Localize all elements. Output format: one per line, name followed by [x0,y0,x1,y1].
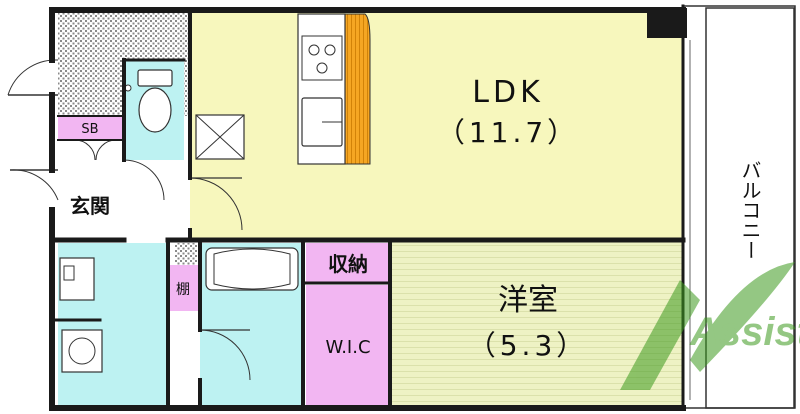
shelf-closet [168,265,198,311]
ldk-size: （11.7） [437,116,579,149]
wic-label: W.I.C [325,337,370,358]
refrigerator-space-icon [195,114,245,160]
entrance-label: 玄関 [70,194,110,218]
western-size: （5.3） [468,329,589,362]
shelf-label: 棚 [176,282,190,298]
shaft-small [175,243,197,265]
sb-closet [58,116,124,140]
entrance-area [58,140,124,240]
walls [49,4,686,411]
hallway [124,160,190,240]
sb-label: SB [81,122,98,137]
western-label: 洋室 [498,283,558,318]
stove-icon [301,35,343,81]
washing-machine-icon [61,329,103,373]
kitchen-sink-icon [301,97,343,147]
wic-closet [306,285,390,405]
watermark-logo: Assist [620,262,800,390]
column-block [647,8,687,38]
storage-label: 収納 [328,252,368,276]
storage-closet [306,243,390,283]
ldk-room [190,12,683,240]
watermark-text: Assist [689,310,800,354]
balcony-label: バルコニー [738,160,762,260]
washbasin-icon [59,257,95,301]
ldk-label: LDK [472,75,544,110]
bathtub-icon [205,247,299,291]
toilet-icon [124,69,173,133]
